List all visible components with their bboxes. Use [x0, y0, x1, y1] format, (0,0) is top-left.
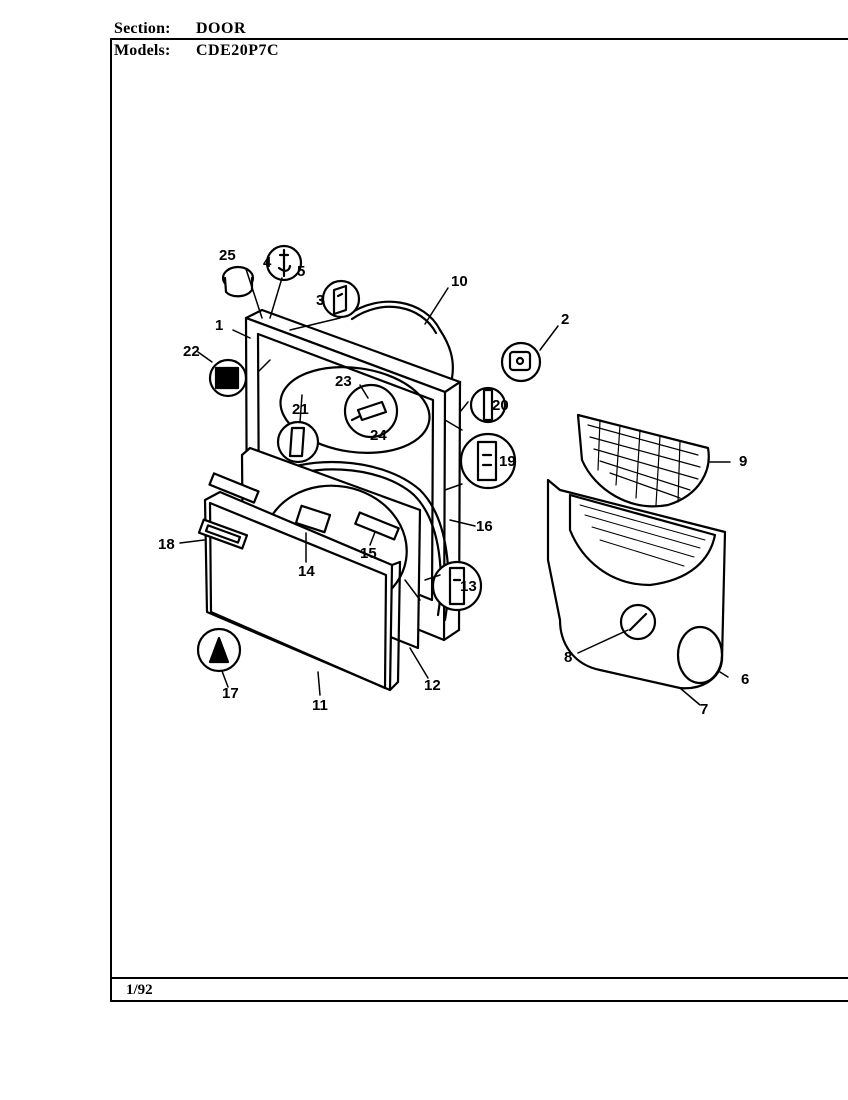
callout-8: 8: [564, 649, 572, 666]
header-rule: [111, 38, 848, 40]
models-label: Models:: [114, 42, 171, 59]
callout-7: 7: [700, 701, 708, 718]
callout-9: 9: [739, 453, 747, 470]
section-label: Section:: [114, 20, 171, 37]
door-hinge-left: [208, 472, 260, 504]
footer-rule-bottom: [111, 1000, 848, 1002]
callout-17: 17: [222, 685, 239, 702]
door-label: [294, 504, 332, 534]
lamp-detail-circle: [343, 383, 399, 439]
callout-19: 19: [499, 453, 516, 470]
callout-16: 16: [476, 518, 493, 535]
callout-12: 12: [424, 677, 441, 694]
hinge-detail-circle: [431, 560, 483, 612]
leader-lines: [179, 268, 731, 706]
callout-20: 20: [492, 397, 509, 414]
bracket-detail-circle: [321, 279, 361, 319]
callout-14: 14: [298, 563, 315, 580]
drum-opening-ellipse: [279, 366, 431, 454]
frame-left-border: [110, 38, 112, 1002]
footer-rule-top: [111, 977, 848, 979]
duct-outlet: [676, 625, 724, 685]
latch-detail-circle: [276, 420, 320, 464]
callout-25: 25: [219, 247, 236, 264]
catch-detail-circle: [459, 432, 517, 490]
callout-18: 18: [158, 536, 175, 553]
callout-22: 22: [183, 343, 200, 360]
models-value: CDE20P7C: [196, 42, 280, 59]
strike-detail-circle: [500, 341, 542, 383]
callout-1: 1: [215, 317, 223, 334]
callout-24: 24: [370, 427, 387, 444]
callout-21: 21: [292, 401, 309, 418]
callout-labels: 1 2 3 4 5 6 7 8 9 10 11 12 13 14 15 16 1…: [158, 247, 749, 718]
callout-5: 5: [297, 263, 305, 280]
callout-15: 15: [360, 545, 377, 562]
callout-6: 6: [741, 671, 749, 688]
lint-filter: [576, 413, 710, 508]
callout-4: 4: [263, 254, 272, 271]
callout-23: 23: [335, 373, 352, 390]
footer-date: 1/92: [126, 982, 153, 998]
callout-3: 3: [316, 292, 324, 309]
callout-11: 11: [312, 697, 328, 714]
drum-seal-arc: [346, 300, 454, 380]
section-value: DOOR: [196, 20, 246, 37]
outer-door-panel: [203, 490, 394, 692]
callout-10: 10: [451, 273, 468, 290]
callout-2: 2: [561, 311, 569, 328]
callout-13: 13: [460, 578, 477, 595]
hinge-pin-detail-circle: [469, 386, 507, 424]
